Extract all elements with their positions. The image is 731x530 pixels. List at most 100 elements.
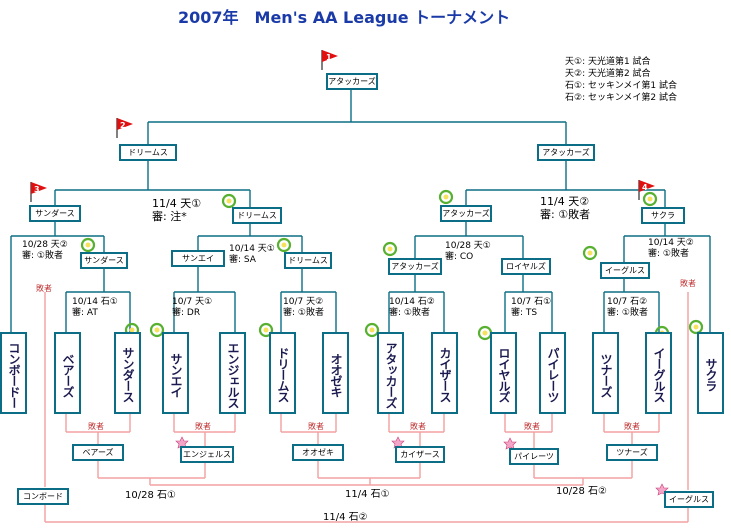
legend-item: 石②: セッキンメイ第2 試合 xyxy=(565,93,678,103)
loser-label: 敗者 xyxy=(195,422,211,431)
match-info: 10/14 天② 審: ①敗者 xyxy=(648,238,694,260)
flag-icon-3: 3 xyxy=(30,182,47,202)
consolation-date: 10/28 石② xyxy=(556,486,607,497)
match-info: 10/14 石② 審: ①敗者 xyxy=(389,297,435,319)
loser-label: 敗者 xyxy=(88,422,104,431)
match-referee: 審: ①敗者 xyxy=(540,208,591,221)
team-box-thunders[interactable]: サンダース xyxy=(114,332,141,414)
match-date: 10/28 天① xyxy=(445,241,491,251)
semifinal-left-box[interactable]: ドリームス xyxy=(119,144,177,161)
quarter-winner-box[interactable]: サンダース xyxy=(29,205,81,222)
match-date: 10/7 石② xyxy=(607,297,648,307)
match-referee: 審: 注* xyxy=(152,210,187,223)
loser-label: 敗者 xyxy=(524,422,540,431)
match-info: 10/7 石① 審: TS xyxy=(511,297,551,319)
flag-icon-1: 1 xyxy=(321,50,338,70)
team-box-tuners[interactable]: ツナーズ xyxy=(592,332,619,414)
loser-label: 敗者 xyxy=(36,284,52,293)
match-referee: 審: ①敗者 xyxy=(22,251,63,261)
team-box-sanei[interactable]: サンエイ xyxy=(162,332,189,414)
loser-label: 敗者 xyxy=(624,422,640,431)
quarter-winner-box[interactable]: アタッカーズ xyxy=(440,205,492,222)
match-date: 10/7 天① xyxy=(172,297,213,307)
team-box-sakura[interactable]: サクラ xyxy=(697,332,724,414)
laurel-wreath-icon xyxy=(438,189,454,205)
match-referee: 審: ①敗者 xyxy=(389,308,430,318)
consolation-box[interactable]: ツナーズ xyxy=(606,444,658,461)
flag-label: 2 xyxy=(120,121,126,130)
venue-legend: 天①: 天光道第1 試合 天②: 天光道第2 試合 石①: セッキンメイ第1 試… xyxy=(565,56,677,104)
round2-winner-box[interactable]: イーグルス xyxy=(600,262,650,279)
match-date: 10/14 天① xyxy=(229,244,275,254)
consolation-box[interactable]: コンボード xyxy=(17,488,69,505)
team-box-dreams[interactable]: ドリームス xyxy=(269,332,296,414)
round2-winner-box[interactable]: アタッカーズ xyxy=(388,258,442,275)
page-title: 2007年 Men's AA League トーナメント xyxy=(178,8,511,27)
match-date: 10/14 石① xyxy=(72,297,118,307)
match-referee: 審: DR xyxy=(172,308,201,318)
quarter-winner-box[interactable]: サクラ xyxy=(641,207,685,224)
team-box-oozeki[interactable]: オオゼキ xyxy=(322,332,349,414)
round2-winner-box[interactable]: ロイヤルズ xyxy=(501,258,551,275)
match-info: 10/28 天① 審: CO xyxy=(445,241,491,263)
legend-item: 天②: 天光道第2 試合 xyxy=(565,69,651,79)
consolation-box[interactable]: オオゼキ xyxy=(292,444,344,461)
match-date: 11/4 天① xyxy=(152,197,202,210)
consolation-box[interactable]: カイザース xyxy=(395,446,445,463)
match-date: 11/4 天② xyxy=(540,195,590,208)
laurel-wreath-icon xyxy=(149,322,165,338)
match-referee: 審: ①敗者 xyxy=(607,308,648,318)
laurel-wreath-icon xyxy=(382,241,398,257)
match-info: 10/7 天① 審: DR xyxy=(172,297,212,319)
match-info: 11/4 天① 審: 注* xyxy=(152,197,201,223)
match-info: 10/7 天② 審: ①敗者 xyxy=(283,297,324,319)
champion-box[interactable]: アタッカーズ xyxy=(326,73,378,90)
match-referee: 審: ①敗者 xyxy=(283,308,324,318)
match-referee: 審: ①敗者 xyxy=(648,249,689,259)
round2-winner-box[interactable]: サンエイ xyxy=(171,250,225,267)
match-date: 10/7 石① xyxy=(511,297,552,307)
team-box-eagles[interactable]: イーグルス xyxy=(645,332,672,414)
match-date: 10/14 石② xyxy=(389,297,435,307)
flag-label: 3 xyxy=(34,185,40,194)
round2-winner-box[interactable]: サンダース xyxy=(80,252,128,269)
team-box-kaisers[interactable]: カイザース xyxy=(431,332,458,414)
legend-item: 天①: 天光道第1 試合 xyxy=(565,57,651,67)
team-box-bears[interactable]: ベアーズ xyxy=(54,332,81,414)
laurel-wreath-icon xyxy=(80,237,96,253)
consolation-date: 11/4 石② xyxy=(323,512,368,523)
match-info: 10/7 石② 審: ①敗者 xyxy=(607,297,648,319)
team-box-attackers[interactable]: アタッカーズ xyxy=(377,332,404,414)
match-referee: 審: TS xyxy=(511,308,538,318)
team-box-pirates[interactable]: パイレーツ xyxy=(539,332,566,414)
round2-winner-box[interactable]: ドリームス xyxy=(284,252,332,269)
laurel-wreath-icon xyxy=(221,193,237,209)
flag-icon-2: 2 xyxy=(116,118,133,138)
consolation-box[interactable]: パイレーツ xyxy=(509,448,559,465)
match-info: 10/14 天① 審: SA xyxy=(229,244,275,266)
team-box-royals[interactable]: ロイヤルズ xyxy=(490,332,517,414)
legend-item: 石①: セッキンメイ第1 試合 xyxy=(565,81,678,91)
star-icon xyxy=(503,437,517,450)
match-info: 10/28 天② 審: ①敗者 xyxy=(22,240,68,262)
match-date: 10/14 天② xyxy=(648,238,694,248)
match-date: 10/28 天② xyxy=(22,240,68,250)
loser-label: 敗者 xyxy=(308,422,324,431)
team-box-combo[interactable]: コンボードー xyxy=(0,332,27,414)
laurel-wreath-icon xyxy=(688,319,704,335)
semifinal-right-box[interactable]: アタッカーズ xyxy=(537,144,595,161)
laurel-wreath-icon xyxy=(364,322,380,338)
flag-label: 4 xyxy=(642,183,648,192)
consolation-box[interactable]: エンジェルス xyxy=(180,446,234,463)
laurel-wreath-icon xyxy=(258,322,274,338)
team-box-angels[interactable]: エンジェルス xyxy=(219,332,246,414)
loser-label: 敗者 xyxy=(410,422,426,431)
match-referee: 審: SA xyxy=(229,255,256,265)
consolation-date: 11/4 石① xyxy=(345,489,390,500)
match-info: 11/4 天② 審: ①敗者 xyxy=(540,195,590,221)
laurel-wreath-icon xyxy=(642,191,658,207)
laurel-wreath-icon xyxy=(582,245,598,261)
consolation-box[interactable]: イーグルス xyxy=(664,491,714,508)
consolation-box[interactable]: ベアーズ xyxy=(72,444,124,461)
quarter-winner-box[interactable]: ドリームス xyxy=(232,207,282,224)
